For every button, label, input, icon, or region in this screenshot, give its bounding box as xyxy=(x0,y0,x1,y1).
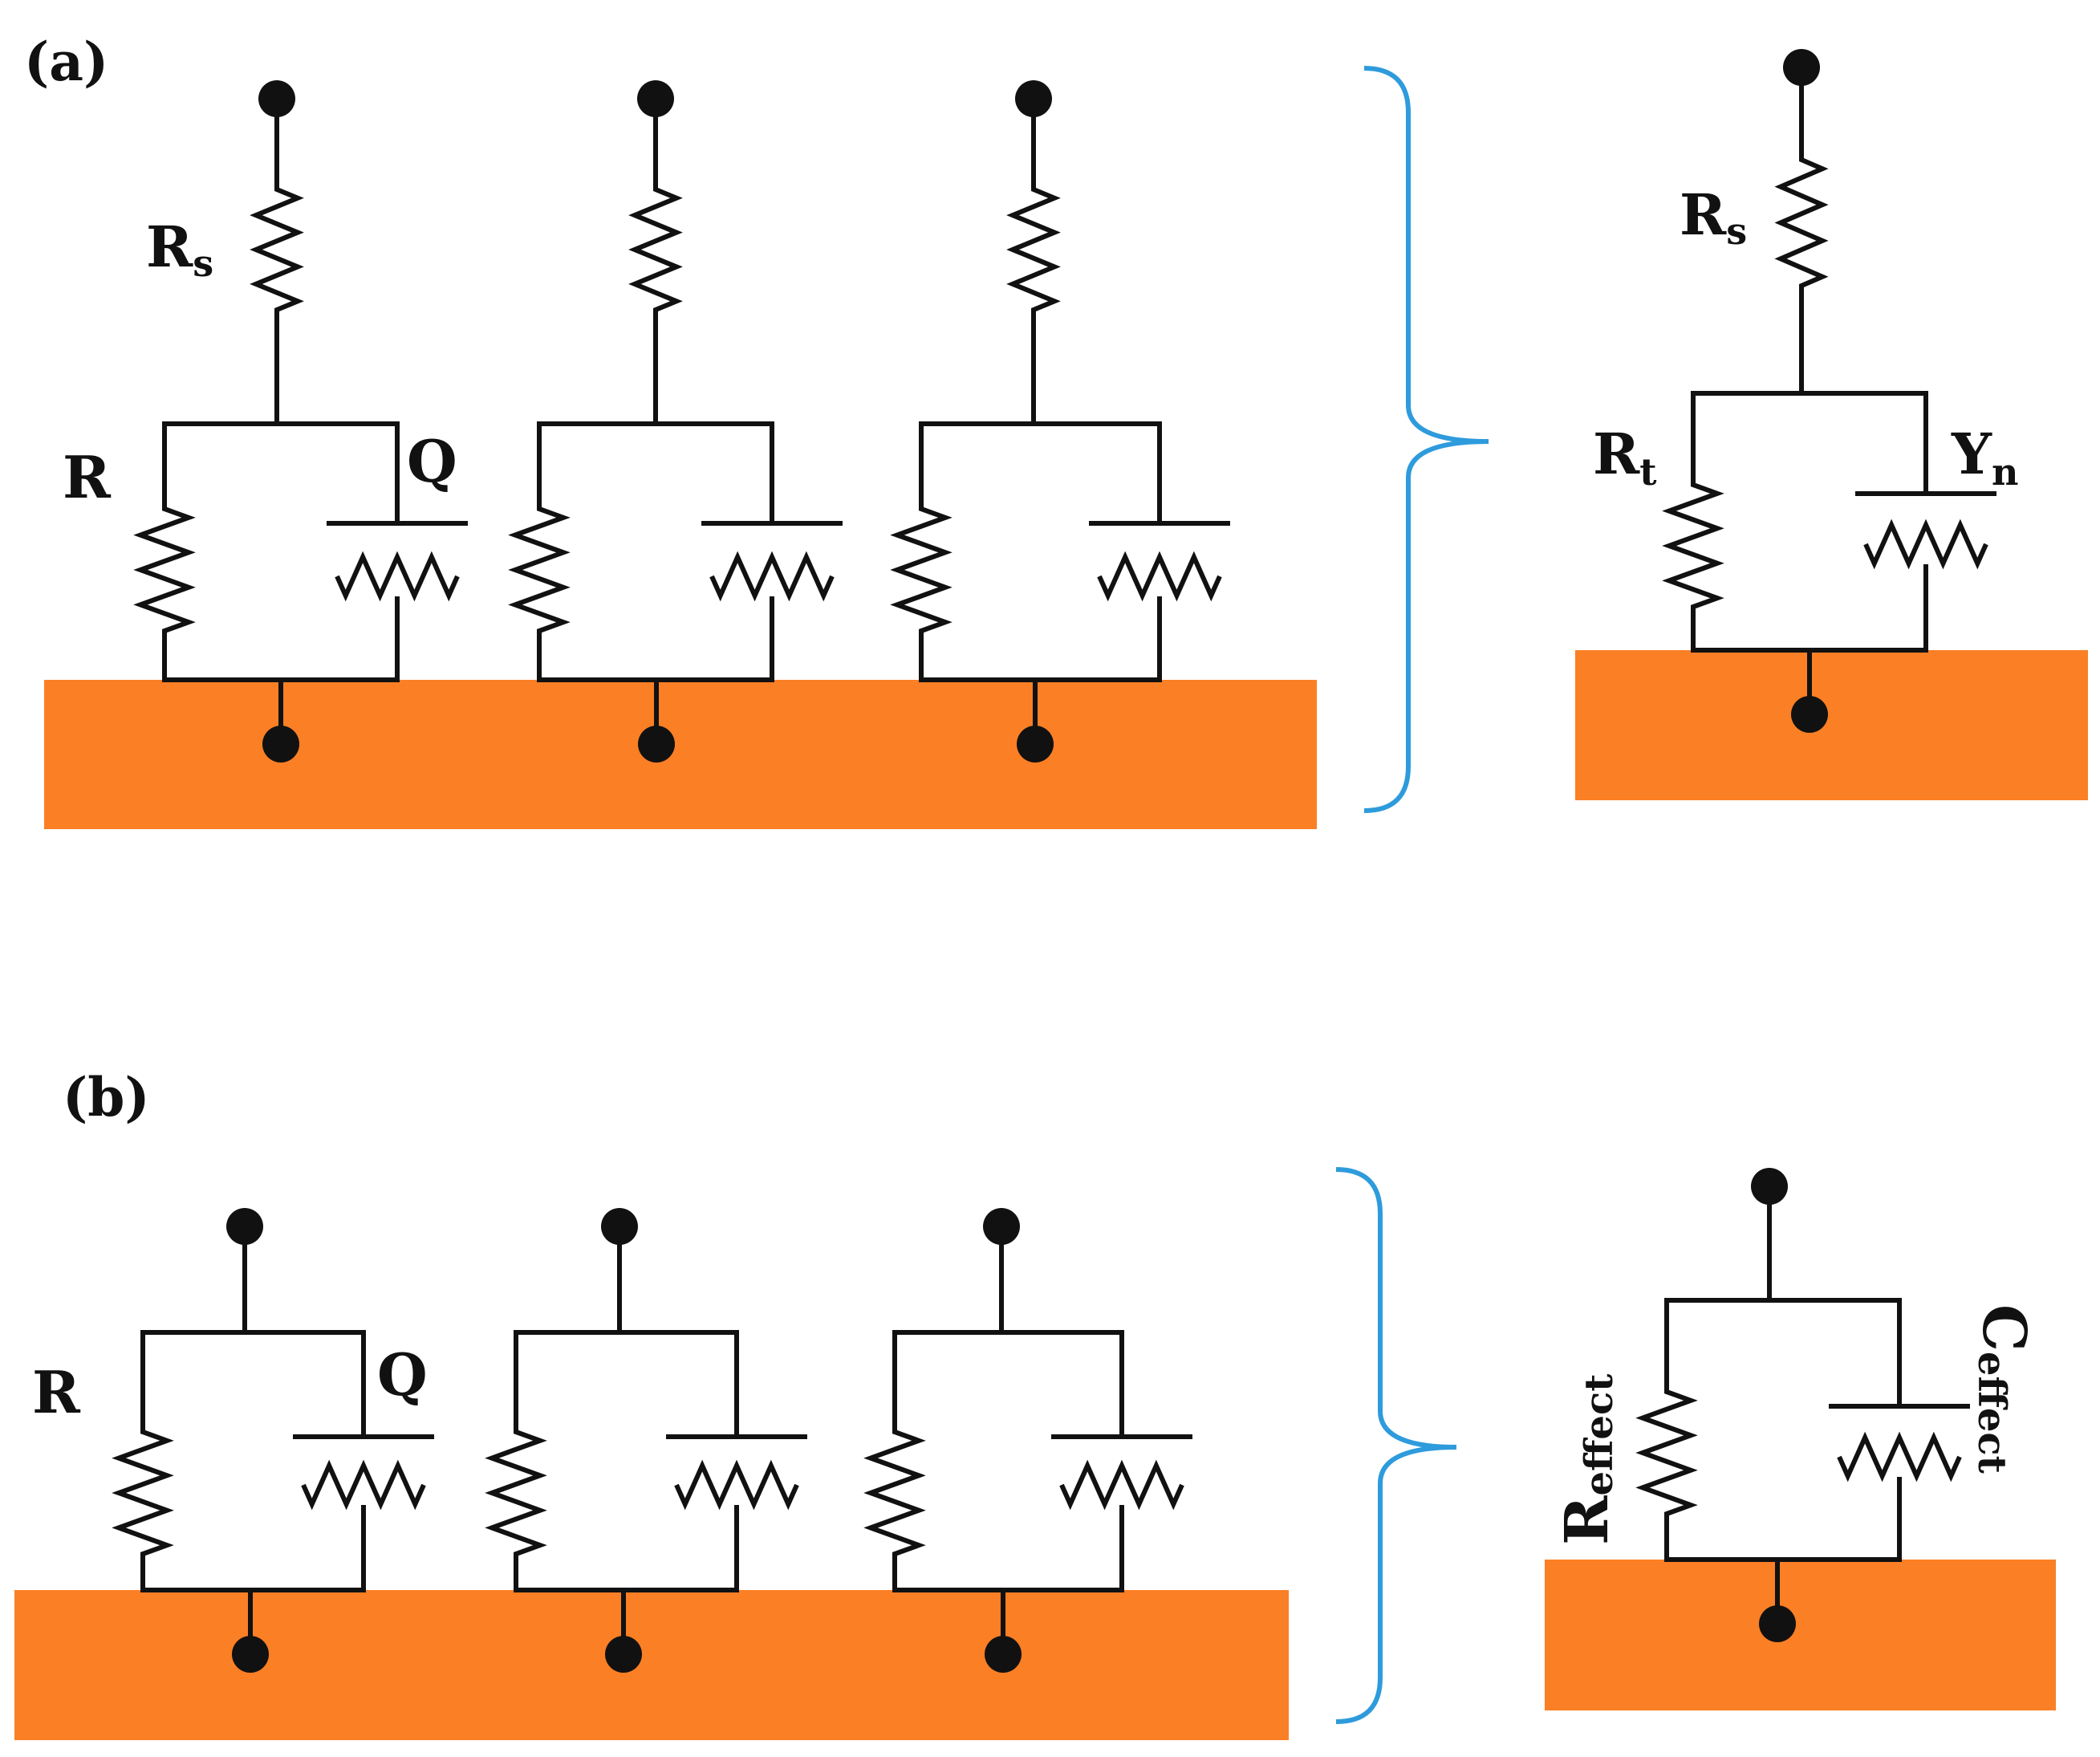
resistor-a-equivalent xyxy=(1662,474,1724,618)
cpe-zigzag-b3 xyxy=(1059,1459,1184,1511)
brace-b xyxy=(1335,1167,1457,1724)
bottom-terminal-b1 xyxy=(232,1636,269,1673)
cpe-zigzag-a1 xyxy=(335,551,460,602)
cpe-zigzag-b-equivalent xyxy=(1837,1431,1962,1482)
brace-a xyxy=(1363,66,1489,813)
series-resistor-a2 xyxy=(628,178,683,321)
resistor-a3 xyxy=(890,498,953,642)
resistor-b3 xyxy=(863,1421,926,1565)
bottom-terminal-a3 xyxy=(1017,726,1054,763)
bottom-terminal-b2 xyxy=(605,1636,642,1673)
cpe-zigzag-b2 xyxy=(674,1459,799,1511)
series-resistor-a3 xyxy=(1006,178,1061,321)
cpe-zigzag-a3 xyxy=(1097,551,1222,602)
resistor-a2 xyxy=(508,498,571,642)
cpe-label-b: Q xyxy=(377,1340,428,1409)
cpe-label-a-equivalent: Yn xyxy=(1951,421,2018,494)
circuits xyxy=(112,49,1996,1673)
substrate-a-equivalent xyxy=(1575,650,2088,800)
substrate-a xyxy=(44,680,1317,829)
panel-b-label: (b) xyxy=(63,1066,150,1129)
resistor-label-a: R xyxy=(63,443,112,511)
resistor-label-a-equivalent: Rt xyxy=(1593,421,1657,494)
series-resistor-a-equivalent xyxy=(1774,148,1829,297)
cpe-zigzag-a2 xyxy=(709,551,835,602)
resistor-a1 xyxy=(133,498,196,642)
bottom-terminal-b3 xyxy=(985,1636,1022,1673)
series-resistor-label-a: Rs xyxy=(146,214,213,285)
bottom-terminal-a-equivalent xyxy=(1791,696,1828,733)
bottom-terminal-a1 xyxy=(262,726,299,763)
substrate-b-equivalent xyxy=(1545,1560,2056,1710)
substrate-b xyxy=(14,1590,1289,1740)
resistor-b-equivalent xyxy=(1635,1381,1698,1525)
cpe-label-a: Q xyxy=(407,427,457,495)
cpe-zigzag-a-equivalent xyxy=(1863,519,1988,570)
bottom-terminal-a2 xyxy=(638,726,675,763)
panel-a-label: (a) xyxy=(24,31,108,93)
resistor-label-b: R xyxy=(32,1358,81,1426)
resistor-b1 xyxy=(112,1421,174,1565)
series-resistor-a1 xyxy=(250,178,304,321)
resistor-b2 xyxy=(485,1421,547,1565)
series-resistor-label-a-equivalent: Rs xyxy=(1680,181,1747,253)
cpe-label-b-equivalent: Ceffect xyxy=(1969,1304,2038,1474)
resistor-label-b-equivalent: Reffect xyxy=(1553,1374,1622,1545)
cpe-zigzag-b1 xyxy=(301,1459,426,1511)
bottom-terminal-b-equivalent xyxy=(1759,1605,1796,1642)
